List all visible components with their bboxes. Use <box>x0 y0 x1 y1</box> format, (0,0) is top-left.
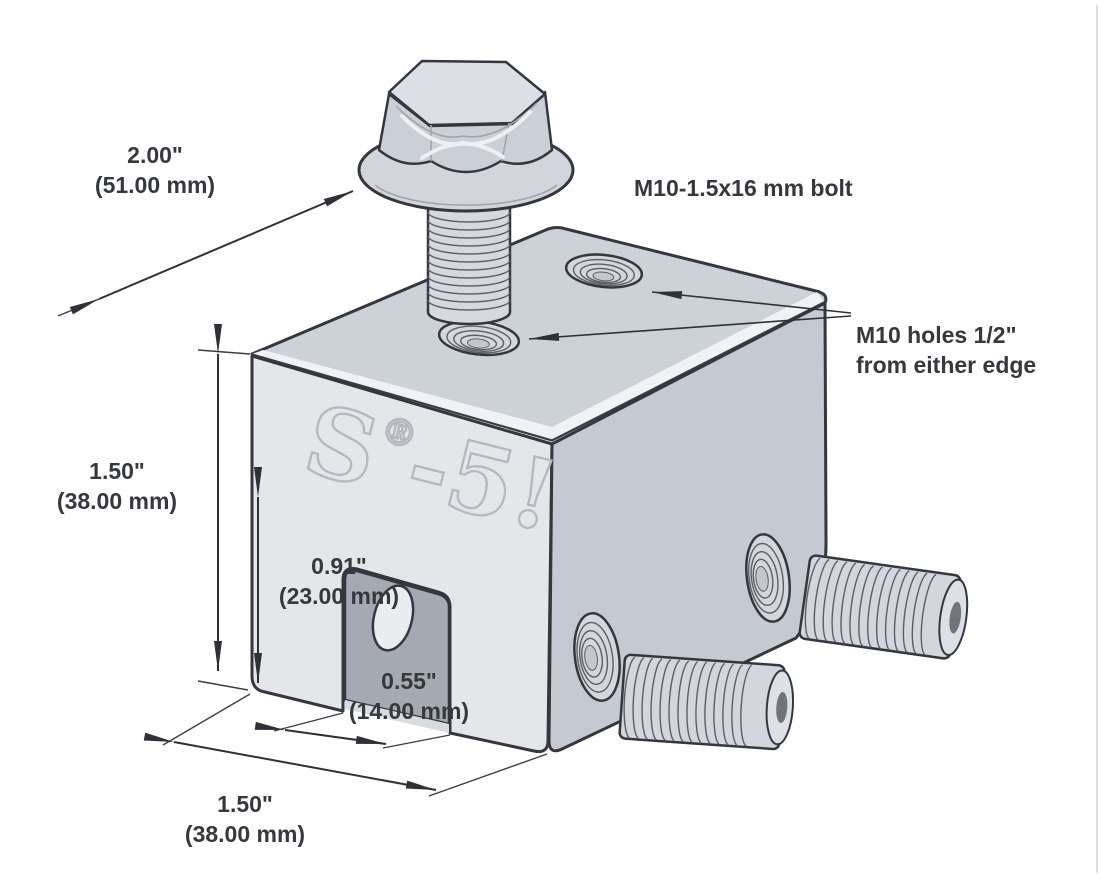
setscrew-lower <box>618 653 795 751</box>
label-m10-holes-line2: from either edge <box>856 352 1037 379</box>
leader-arrows <box>528 291 852 341</box>
label-height-mm: (38.00 mm) <box>56 488 178 515</box>
slot-through-gap <box>345 700 449 733</box>
top-hole-front <box>437 319 521 357</box>
dim-arrow-slot-width <box>254 721 387 745</box>
label-base-width-in: 1.50" <box>217 791 273 817</box>
setscrew-upper <box>798 554 969 660</box>
top-bevel-right <box>552 292 824 440</box>
label-base-width-mm: (38.00 mm) <box>184 821 306 848</box>
side-hole-lower <box>573 612 621 702</box>
dim-arrow-base-width <box>143 732 437 791</box>
label-slot-width: 0.55" (14.00 mm) <box>299 666 519 727</box>
label-top-width: 2.00" (51.00 mm) <box>35 140 275 201</box>
bolt-hex-head <box>377 59 554 174</box>
label-height-in: 1.50" <box>89 458 145 484</box>
label-base-width: 1.50" (38.00 mm) <box>135 789 355 850</box>
top-bevel-left <box>252 350 552 440</box>
side-hole-upper <box>745 533 791 623</box>
label-m10-holes-line1: M10 holes 1/2" <box>856 322 1017 348</box>
label-top-width-in: 2.00" <box>127 142 183 168</box>
label-height: 1.50" (38.00 mm) <box>7 456 227 517</box>
label-slot-height: 0.91" (23.00 mm) <box>229 551 449 612</box>
label-m10-holes: M10 holes 1/2" from either edge <box>856 320 1096 381</box>
label-slot-width-in: 0.55" <box>381 668 437 694</box>
dimension-arrows <box>69 190 437 791</box>
dim-arrow-top-width <box>69 190 354 315</box>
label-slot-height-mm: (23.00 mm) <box>278 583 400 610</box>
label-top-width-mm: (51.00 mm) <box>94 172 216 199</box>
clamp-body: S®-5! <box>250 226 828 753</box>
bolt-shank <box>426 203 512 326</box>
leader-hole-front <box>528 315 852 341</box>
leader-hole-rear <box>651 291 852 314</box>
label-slot-height-in: 0.91" <box>311 553 367 579</box>
hex-flange-bolt <box>357 59 575 326</box>
label-slot-width-mm: (14.00 mm) <box>348 698 470 725</box>
clamp-front-face <box>250 354 554 753</box>
top-hole-rear <box>564 253 644 289</box>
slot-oval-hole <box>371 584 415 652</box>
label-bolt-spec: M10-1.5x16 mm bolt <box>634 175 853 201</box>
